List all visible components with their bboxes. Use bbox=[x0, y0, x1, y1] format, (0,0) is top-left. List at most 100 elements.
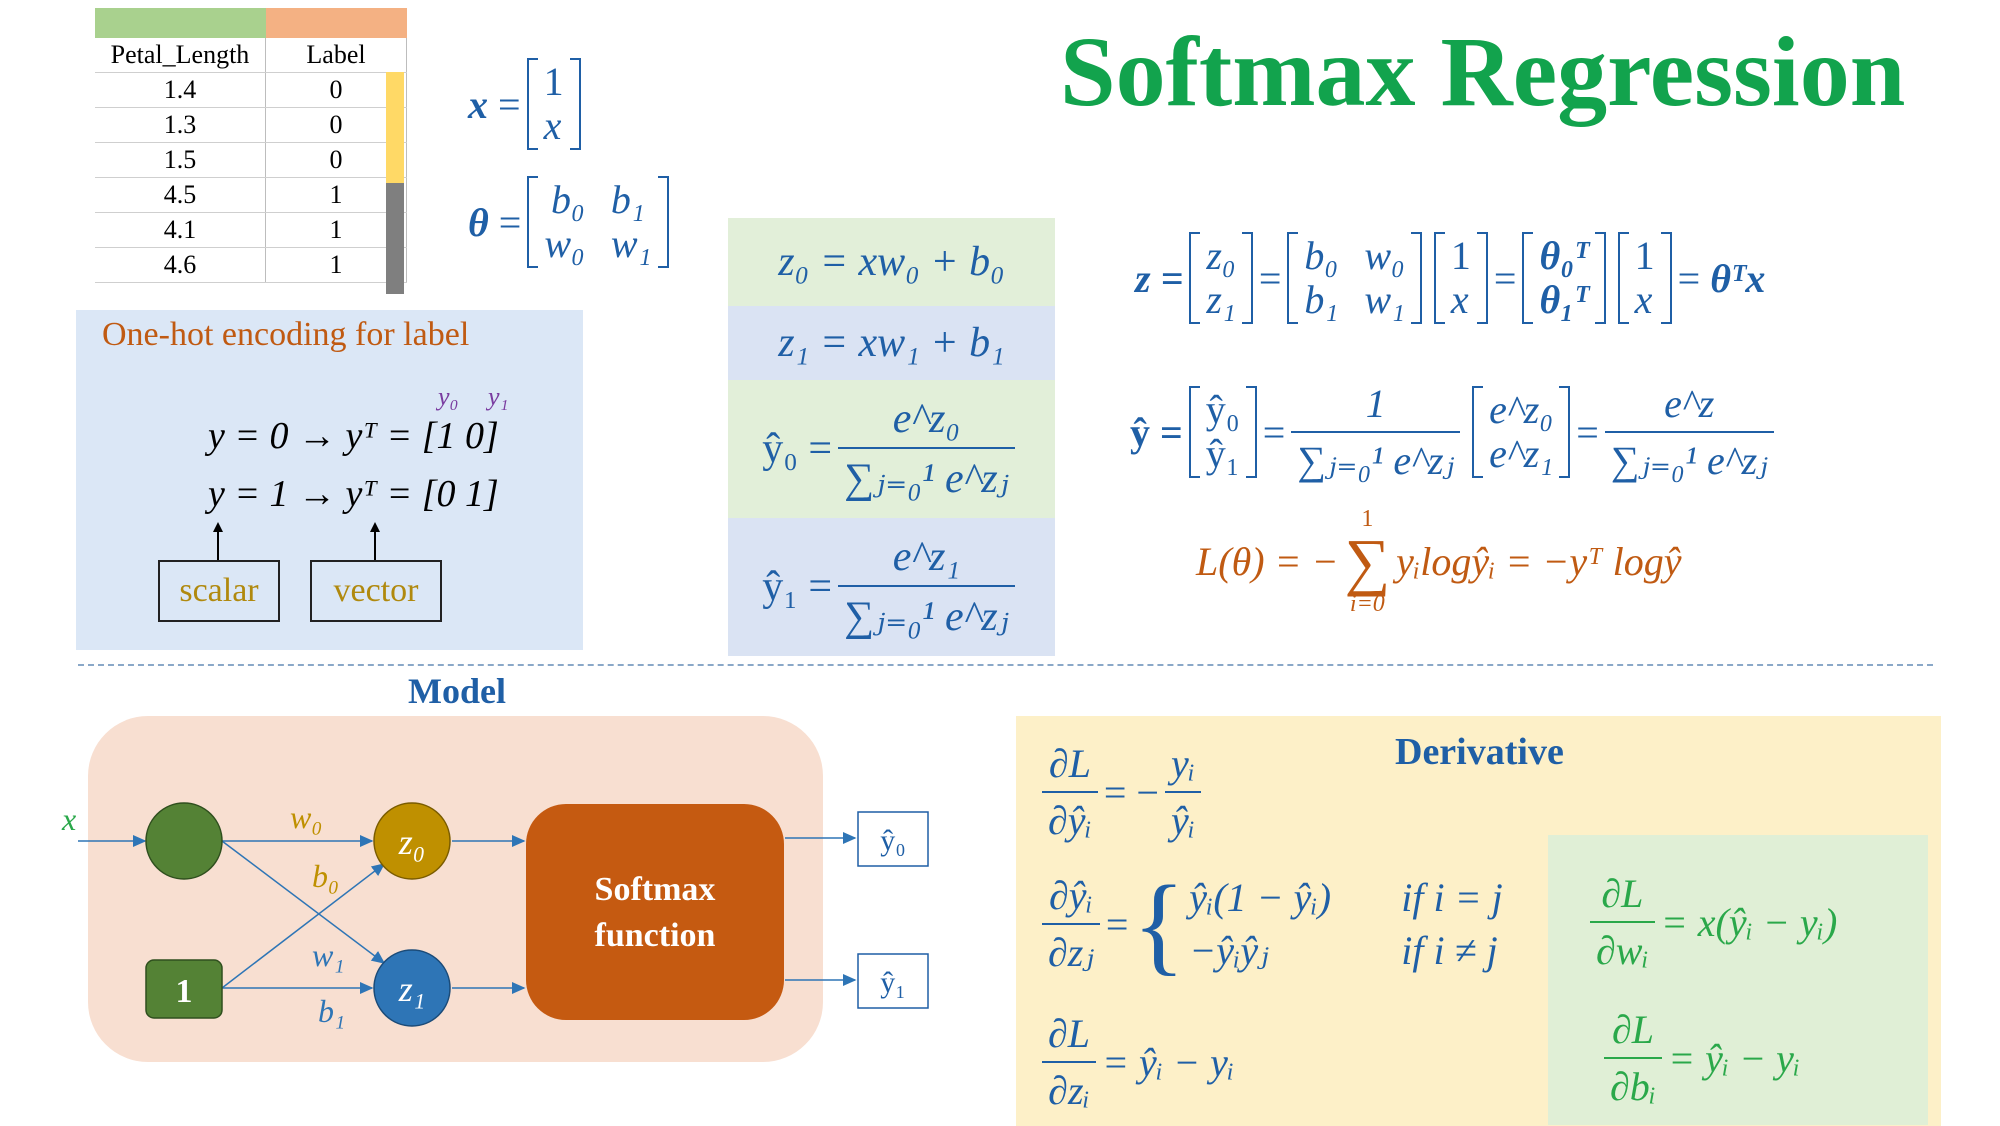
bias-node-label: 1 bbox=[176, 973, 193, 1010]
input-label: x bbox=[61, 801, 76, 837]
edge-b0 bbox=[221, 863, 386, 989]
one-x-top: 1 bbox=[1450, 233, 1471, 278]
derivative-title: Derivative bbox=[1395, 731, 1564, 773]
softmax-label-line1: Softmax bbox=[595, 871, 716, 908]
yhat-rhs-num: e^z bbox=[1664, 381, 1715, 426]
z-rhs: θᵀx bbox=[1710, 255, 1766, 301]
class-1-color-bar bbox=[386, 183, 404, 294]
g1-num: ∂L bbox=[1601, 871, 1644, 916]
bw-cell: b₁ bbox=[1304, 277, 1339, 322]
x-vector-top: 1 bbox=[543, 59, 564, 104]
table-cell: 4.6 bbox=[95, 247, 266, 283]
loss-body: yᵢlogŷᵢ = −yᵀ logŷ bbox=[1396, 539, 1682, 585]
d1-rhs-den: ŷᵢ bbox=[1164, 791, 1202, 844]
g1-rhs: = x(ŷᵢ − yᵢ) bbox=[1660, 899, 1838, 945]
output-box-0 bbox=[857, 811, 929, 867]
page-title: Softmax Regression bbox=[1060, 16, 1906, 127]
bw-cell: w₁ bbox=[1364, 277, 1405, 322]
b1-label: b₁ bbox=[318, 993, 345, 1029]
onehot-arrows bbox=[213, 522, 380, 560]
loss-equation: L(θ) = − 1 ∑ i=0 yᵢlogŷᵢ = −yᵀ logŷ bbox=[1196, 506, 1682, 618]
table-cell: 4.5 bbox=[95, 177, 266, 213]
exp-cell-1: e^z₁ bbox=[1489, 431, 1554, 476]
derivative-dl-db: ∂L∂bᵢ = ŷᵢ − yᵢ bbox=[1598, 1006, 1800, 1110]
yhat-cell-0: ŷ₀ bbox=[1205, 387, 1240, 432]
theta-w0: w₀ bbox=[544, 221, 585, 266]
yhat0-lhs: ŷ₀ = bbox=[762, 426, 833, 472]
d1-rhs-num: yᵢ bbox=[1170, 741, 1196, 786]
derivative-gradient-panel bbox=[1548, 835, 1928, 1125]
z0-equation-panel: z₀ = xw₀ + b₀ bbox=[728, 218, 1055, 306]
output-label-1: ŷ₁ bbox=[880, 966, 905, 999]
d2-case1: ŷᵢ(1 − ŷᵢ) bbox=[1189, 875, 1332, 920]
x-symbol: x bbox=[468, 81, 488, 127]
z-cell-1: z₁ bbox=[1206, 277, 1236, 322]
section-divider bbox=[78, 664, 1933, 666]
input-node bbox=[145, 802, 223, 880]
table-cell: 1 bbox=[265, 247, 407, 283]
w0-label: w₀ bbox=[290, 799, 322, 835]
table-cell: 1 bbox=[265, 177, 407, 213]
onehot-title: One-hot encoding for label bbox=[102, 316, 470, 353]
yhat-frac-num: 1 bbox=[1365, 381, 1386, 426]
z1-equation-panel: z₁ = xw₁ + b₁ bbox=[728, 306, 1055, 380]
theta-row-0: θ₀ᵀ bbox=[1539, 233, 1589, 278]
z-lhs: z = bbox=[1135, 255, 1184, 301]
derivative-dl-dw: ∂L∂wᵢ = x(ŷᵢ − yᵢ) bbox=[1584, 870, 1837, 974]
d1-rhs-pre: = − bbox=[1103, 769, 1159, 815]
derivative-dl-dz: ∂L∂zᵢ = ŷᵢ − yᵢ bbox=[1036, 1010, 1234, 1114]
output-box-1 bbox=[857, 953, 929, 1009]
table-cell: 0 bbox=[265, 72, 407, 108]
one-x-top: 1 bbox=[1634, 233, 1655, 278]
table-header-row: Petal_Length Label bbox=[95, 38, 407, 73]
g2-rhs: = ŷᵢ − yᵢ bbox=[1668, 1035, 1801, 1081]
d2-num: ∂ŷᵢ bbox=[1049, 873, 1093, 918]
table-cell: 4.1 bbox=[95, 212, 266, 248]
d2-den: ∂zⱼ bbox=[1042, 923, 1100, 976]
z0-node-label: z₀ bbox=[398, 822, 426, 862]
exp-cell-0: e^z₀ bbox=[1489, 387, 1554, 432]
column-header-petal-length: Petal_Length bbox=[95, 38, 266, 73]
bias-node bbox=[145, 959, 223, 1019]
d2-cond2: if i ≠ j bbox=[1401, 928, 1498, 973]
onehot-col-label-y1: y₁ bbox=[488, 382, 509, 411]
table-cell: 1.5 bbox=[95, 142, 266, 178]
z-cell-0: z₀ bbox=[1206, 233, 1236, 278]
yhat0-equation-panel: ŷ₀ = e^z₀∑ⱼ₌₀¹ e^zⱼ bbox=[728, 380, 1055, 518]
scalar-box: scalar bbox=[158, 560, 280, 622]
table-header-color-bar bbox=[95, 8, 407, 38]
yhat-lhs: ŷ = bbox=[1130, 409, 1183, 455]
one-x-bottom: x bbox=[1634, 277, 1653, 322]
theta-w1: w₁ bbox=[610, 221, 652, 266]
z0-equation: z₀ = xw₀ + b₀ bbox=[778, 239, 1005, 285]
d2-cond1: if i = j bbox=[1401, 875, 1503, 920]
sum-bottom: i=0 bbox=[1349, 590, 1385, 617]
one-x-bottom: x bbox=[1450, 277, 1469, 322]
softmax-box bbox=[526, 804, 784, 1020]
theta-b1: b₁ bbox=[610, 177, 645, 222]
column-header-label: Label bbox=[265, 38, 407, 73]
equals-sign: = bbox=[498, 199, 522, 245]
d3-num: ∂L bbox=[1048, 1011, 1091, 1056]
sum-symbol: 1 ∑ i=0 bbox=[1344, 506, 1391, 617]
table-cell: 0 bbox=[265, 107, 407, 143]
z0-node bbox=[373, 802, 451, 880]
d3-rhs: = ŷᵢ − yᵢ bbox=[1102, 1039, 1235, 1085]
model-title: Model bbox=[408, 671, 506, 711]
b0-label: b₀ bbox=[312, 858, 339, 894]
yhat1-denominator: ∑ⱼ₌₀¹ e^zⱼ bbox=[838, 585, 1015, 641]
d2-case2: −ŷᵢŷⱼ bbox=[1189, 928, 1269, 973]
table-cell: 1.3 bbox=[95, 107, 266, 143]
onehot-line-2: y = 1 → yᵀ = [0 1] bbox=[208, 473, 499, 515]
edge-w1 bbox=[221, 840, 386, 964]
